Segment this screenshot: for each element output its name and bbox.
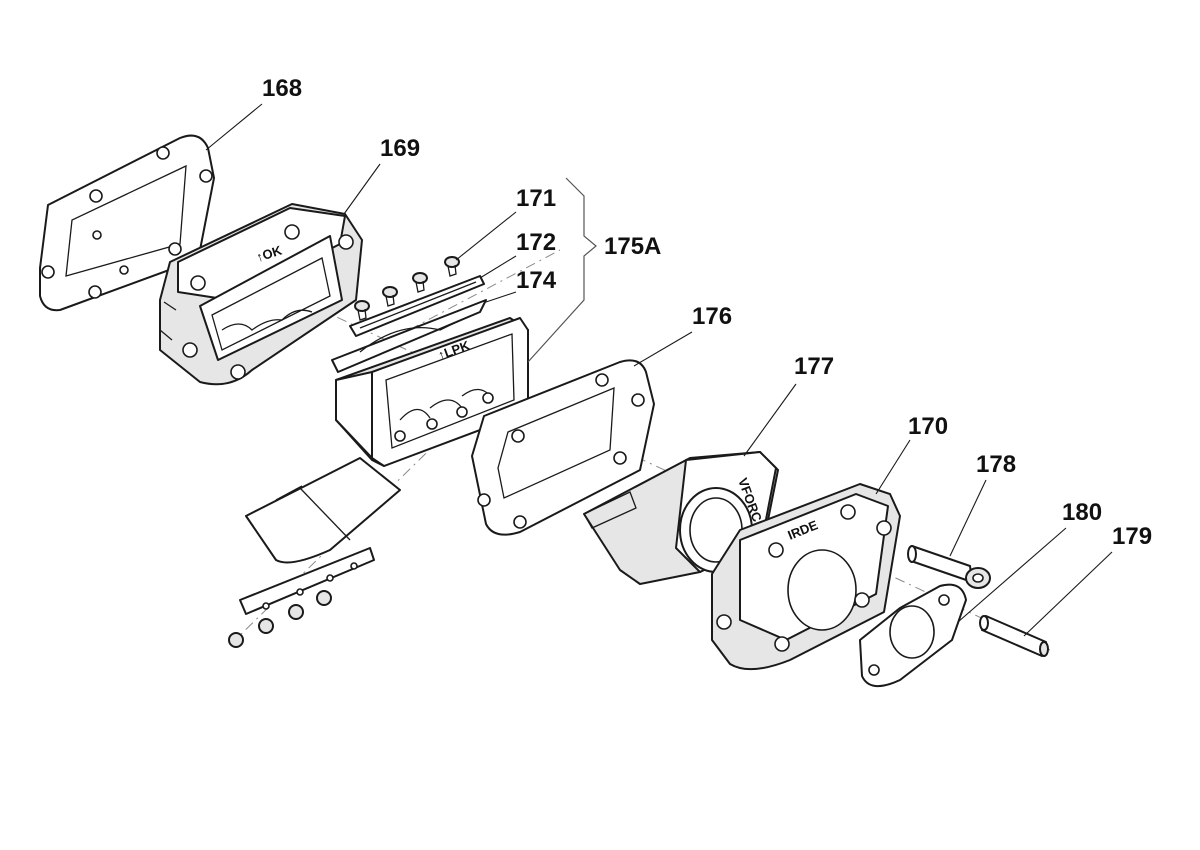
leader-172 (479, 255, 517, 279)
callout-172: 172 (516, 229, 556, 256)
leader-176 (633, 331, 693, 367)
leader-179 (1023, 551, 1113, 637)
callout-175A: 175A (604, 233, 661, 260)
callout-169: 169 (380, 135, 420, 162)
leader-168 (205, 103, 263, 151)
callout-179: 179 (1112, 523, 1152, 550)
screw (354, 300, 370, 321)
part-176-gasket (471, 359, 655, 536)
leader-174 (485, 291, 517, 303)
part-175A-reed-block: ↑LPK (335, 317, 529, 467)
part-178-bolt (907, 545, 991, 589)
callout-176: 176 (692, 303, 732, 330)
callout-180: 180 (1062, 499, 1102, 526)
part-180-flange-gasket (859, 583, 967, 687)
part-petal-lower (245, 457, 401, 564)
leader-177 (743, 383, 797, 457)
callout-178: 178 (976, 451, 1016, 478)
part-179-pin (979, 615, 1049, 657)
leader-170 (875, 439, 911, 495)
part-170-adapter-plate: IRDE (711, 483, 901, 671)
callout-174: 174 (516, 267, 557, 294)
screw (288, 604, 304, 620)
callout-171: 171 (516, 185, 556, 212)
part-174-reed-petal (331, 299, 487, 373)
brace-175A (527, 177, 597, 363)
leader-lines (205, 103, 1113, 637)
screw (412, 272, 428, 293)
screw (382, 286, 398, 307)
callout-170: 170 (908, 413, 948, 440)
part-169-reed-housing: ↑OK (159, 203, 363, 386)
leader-169 (343, 163, 381, 215)
callout-labels: 168 169 171 172 174 175A 176 177 170 178… (262, 75, 1152, 550)
screws-lower (228, 590, 332, 648)
callout-177: 177 (794, 353, 834, 380)
leader-171 (455, 211, 517, 261)
leader-178 (949, 479, 987, 557)
screw (258, 618, 274, 634)
callout-168: 168 (262, 75, 302, 102)
part-171-screws (354, 256, 460, 321)
part-172-stopper-plate (349, 275, 485, 337)
screw (316, 590, 332, 606)
screw (444, 256, 460, 277)
part-stop-plate-lower (239, 547, 375, 615)
screw (228, 632, 244, 648)
leader-180 (957, 527, 1067, 623)
